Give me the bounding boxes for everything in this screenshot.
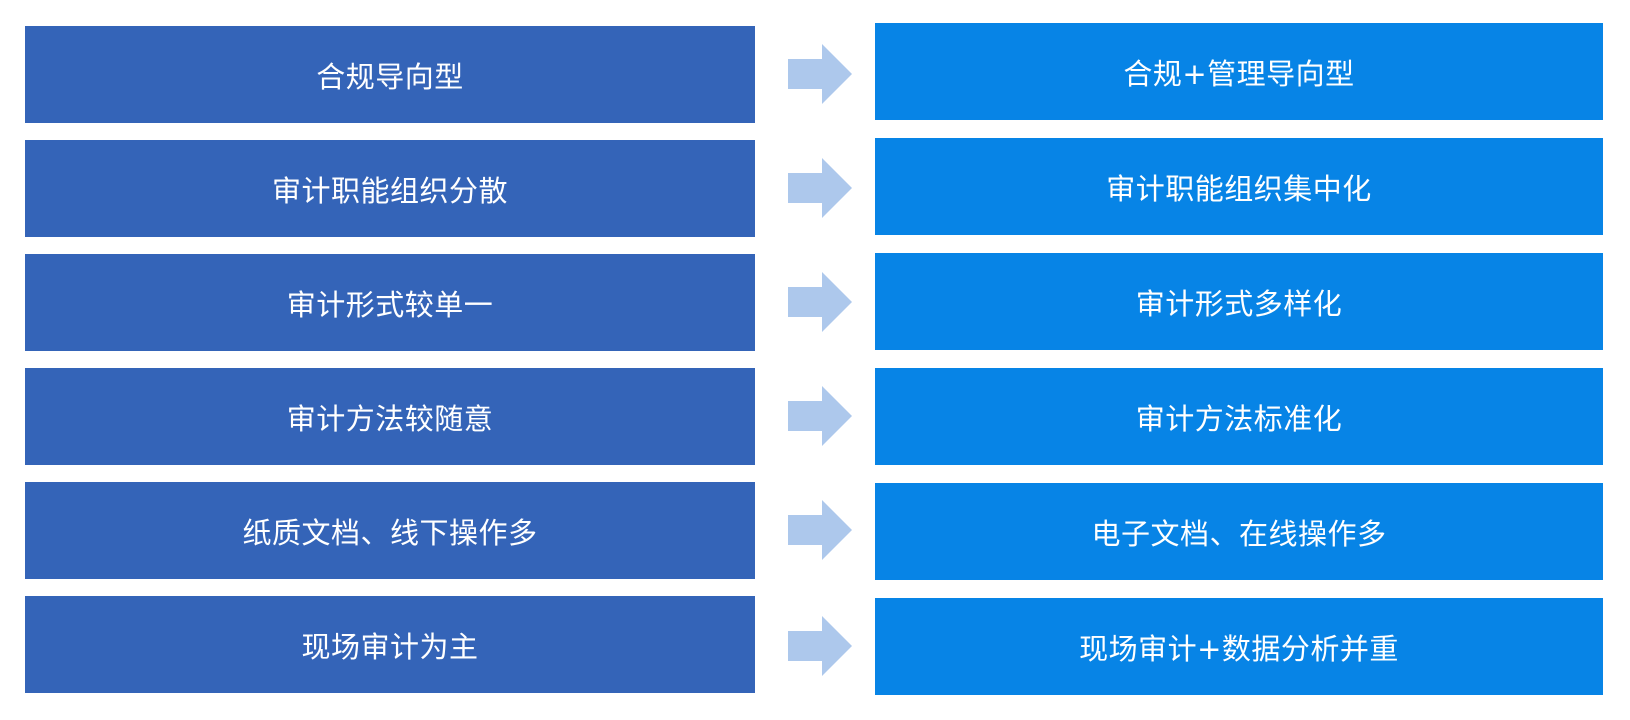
from-state-box: 审计方法较随意 [25, 368, 755, 465]
comparison-row-2: 审计职能组织分散 审计职能组织集中化 [0, 138, 1630, 238]
to-state-box: 现场审计+数据分析并重 [875, 598, 1603, 695]
to-state-box: 审计形式多样化 [875, 253, 1603, 350]
to-state-box: 审计职能组织集中化 [875, 138, 1603, 235]
to-state-box: 电子文档、在线操作多 [875, 483, 1603, 580]
from-state-box: 现场审计为主 [25, 596, 755, 693]
from-state-box: 纸质文档、线下操作多 [25, 482, 755, 579]
right-arrow-icon [788, 272, 852, 332]
from-state-box: 审计形式较单一 [25, 254, 755, 351]
comparison-row-4: 审计方法较随意 审计方法标准化 [0, 368, 1630, 466]
right-arrow-icon [788, 386, 852, 446]
comparison-row-1: 合规导向型 合规+管理导向型 [0, 23, 1630, 124]
from-state-box: 合规导向型 [25, 26, 755, 123]
right-arrow-icon [788, 158, 852, 218]
to-state-box: 审计方法标准化 [875, 368, 1603, 465]
from-state-box: 审计职能组织分散 [25, 140, 755, 237]
comparison-row-3: 审计形式较单一 审计形式多样化 [0, 253, 1630, 352]
comparison-row-6: 现场审计为主 现场审计+数据分析并重 [0, 596, 1630, 695]
right-arrow-icon [788, 44, 852, 104]
to-state-box: 合规+管理导向型 [875, 23, 1603, 120]
right-arrow-icon [788, 500, 852, 560]
comparison-row-5: 纸质文档、线下操作多 电子文档、在线操作多 [0, 482, 1630, 580]
right-arrow-icon [788, 616, 852, 676]
